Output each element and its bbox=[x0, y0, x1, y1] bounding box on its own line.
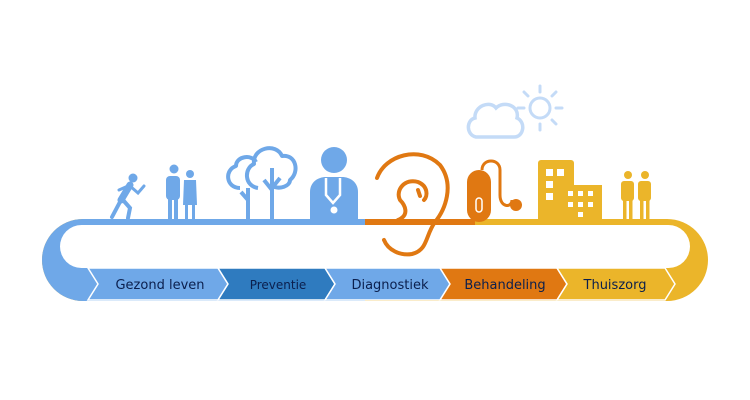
doctor-icon bbox=[310, 147, 358, 221]
stage-ribbon: Gezond leven Preventie Diagnostiek Behan… bbox=[86, 267, 676, 301]
ear-icon bbox=[375, 152, 450, 257]
sun-icon bbox=[516, 84, 564, 132]
track-inner bbox=[60, 225, 690, 268]
building-icon bbox=[538, 160, 602, 222]
stage-label-gezond-leven: Gezond leven bbox=[115, 278, 204, 293]
hearing-aid-icon bbox=[467, 159, 522, 222]
elderly-people-icon bbox=[621, 171, 651, 221]
stage-label-behandeling: Behandeling bbox=[464, 278, 545, 293]
track-orange bbox=[365, 219, 475, 225]
stage-chevron-thuiszorg[interactable] bbox=[555, 267, 676, 301]
stage-label-diagnostiek: Diagnostiek bbox=[351, 278, 429, 293]
runner-icon bbox=[110, 173, 146, 220]
trees-icon bbox=[226, 146, 298, 220]
couple-icon bbox=[166, 164, 197, 220]
stage-label-preventie: Preventie bbox=[250, 278, 307, 292]
stage-label-thuiszorg: Thuiszorg bbox=[583, 278, 647, 293]
cloud-icon bbox=[466, 102, 525, 139]
